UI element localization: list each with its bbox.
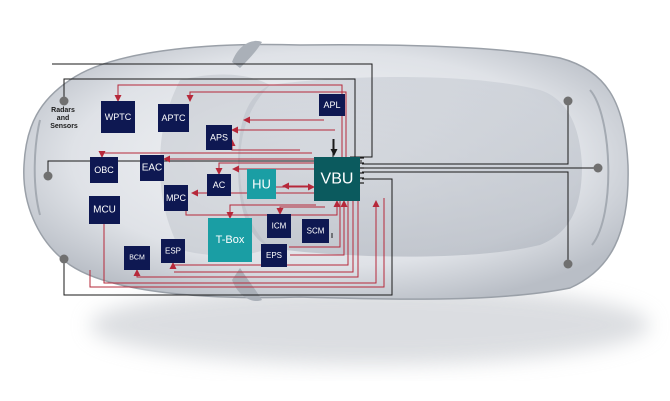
node-hu: HU	[247, 169, 276, 199]
node-esp: ESP	[161, 239, 185, 263]
sensors-label-line3: Sensors	[50, 123, 78, 130]
svg-text:HU: HU	[252, 177, 271, 192]
node-scm: SCM	[302, 219, 329, 243]
svg-text:BCM: BCM	[129, 255, 145, 262]
svg-text:EAC: EAC	[142, 163, 163, 174]
svg-text:WPTC: WPTC	[105, 112, 132, 122]
node-vbu: VBU	[314, 157, 360, 201]
sensor-points	[43, 96, 603, 269]
sensor-dot-rear-top	[563, 96, 573, 106]
sensor-dot-rear-mid	[593, 163, 603, 173]
sensor-dot-front-top	[59, 96, 69, 106]
svg-text:SCM: SCM	[307, 227, 325, 236]
svg-text:VBU: VBU	[321, 171, 354, 188]
node-wptc: WPTC	[101, 101, 135, 133]
sensor-dot-front-bottom	[59, 254, 69, 264]
node-bcm: BCM	[124, 246, 150, 270]
mirror-right	[232, 268, 262, 302]
vbu-connector-pins	[360, 157, 364, 184]
svg-text:AC: AC	[213, 180, 226, 190]
rear-window	[589, 89, 610, 246]
node-icm: ICM	[267, 214, 291, 238]
node-aptc: APTC	[158, 104, 189, 132]
front-bumper	[33, 119, 41, 216]
svg-text:APL: APL	[323, 100, 340, 110]
svg-text:MCU: MCU	[93, 205, 116, 216]
sensors-label-line2: and	[57, 115, 69, 122]
car-roof	[238, 76, 582, 257]
node-obc: OBC	[90, 157, 118, 183]
svg-text:APS: APS	[210, 133, 228, 143]
svg-text:MPC: MPC	[166, 193, 187, 203]
sensors-label-line1: Radars	[51, 107, 75, 114]
mirror-left	[232, 40, 262, 68]
node-tbox: T-Box	[208, 218, 252, 262]
svg-text:APTC: APTC	[161, 113, 186, 123]
svg-text:ICM: ICM	[272, 222, 287, 231]
svg-text:T-Box: T-Box	[216, 234, 245, 246]
node-aps: APS	[206, 125, 232, 150]
svg-text:OBC: OBC	[94, 165, 114, 175]
sensor-harness	[47, 63, 598, 296]
node-mcu: MCU	[89, 196, 120, 224]
sensor-dot-front-mid	[43, 171, 53, 181]
svg-text:EPS: EPS	[266, 251, 282, 260]
svg-text:ESP: ESP	[165, 247, 181, 256]
data-links	[89, 84, 385, 288]
node-apl: APL	[319, 94, 345, 116]
node-eps: EPS	[261, 244, 287, 267]
sensor-dot-rear-bottom	[563, 259, 573, 269]
ecu-nodes: WPTC APTC APL APS OBC EAC AC HU	[89, 94, 360, 270]
node-mpc: MPC	[164, 185, 188, 211]
sensors-label: Radars and Sensors	[50, 107, 78, 130]
car-shadow	[90, 285, 650, 365]
node-ac: AC	[207, 174, 231, 196]
node-eac: EAC	[140, 155, 164, 181]
